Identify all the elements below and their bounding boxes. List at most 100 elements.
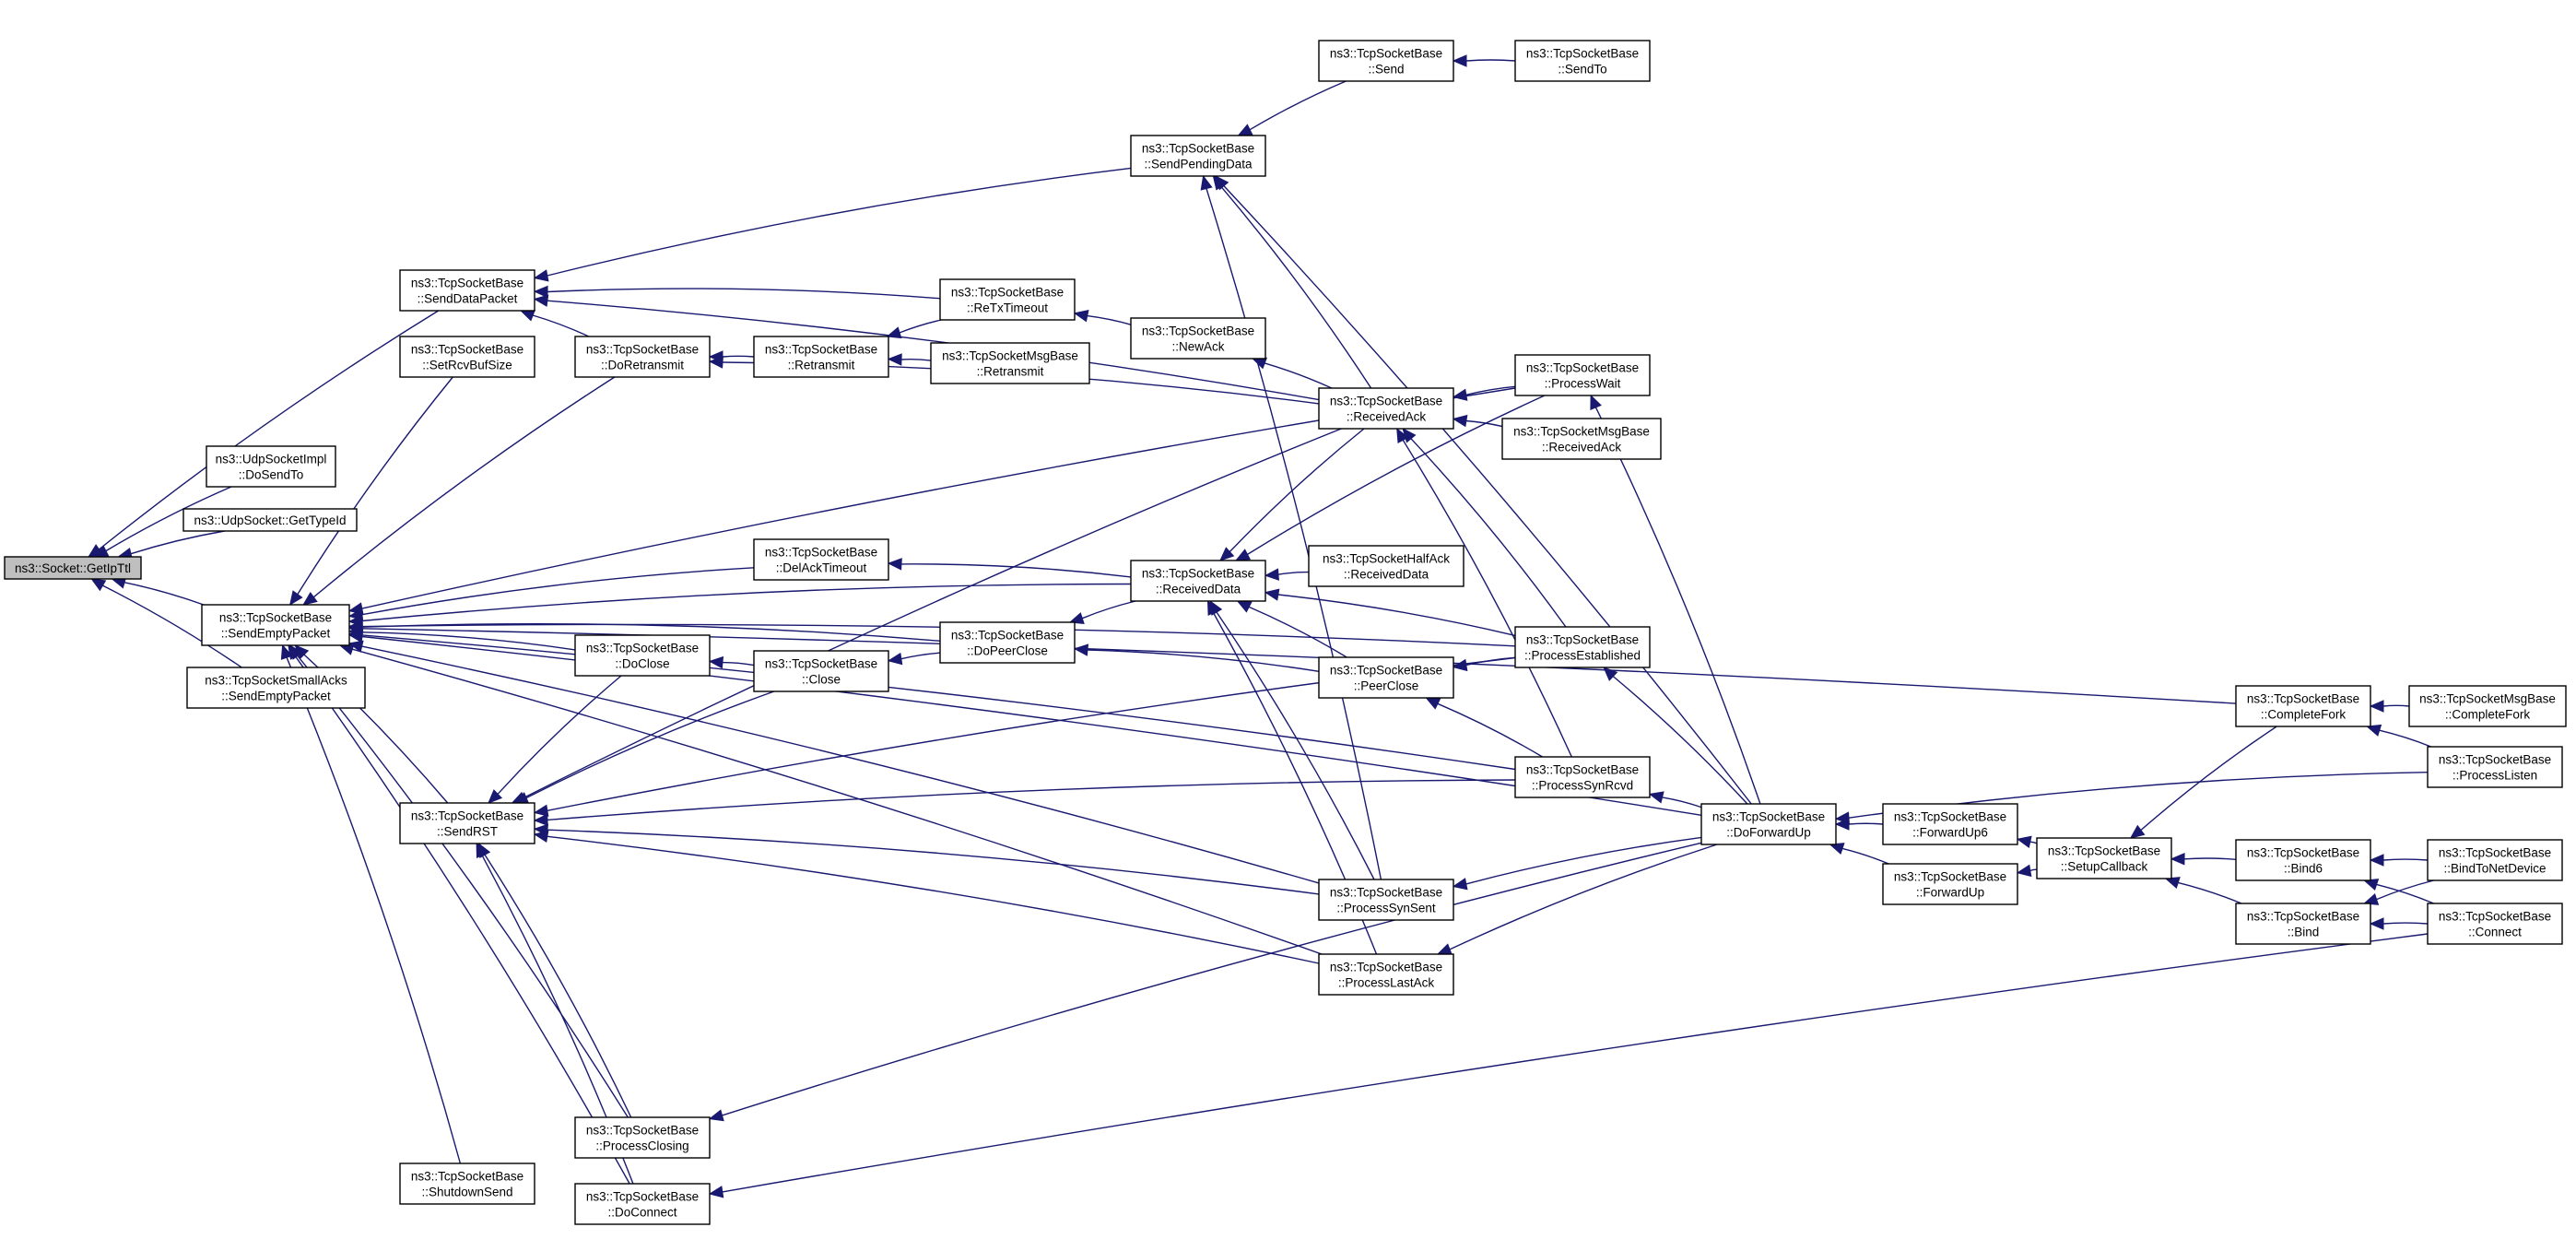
edge-line xyxy=(1082,600,1136,620)
edge-arrowhead xyxy=(1396,427,1409,444)
node-peerclose[interactable]: ns3::TcpSocketBase::PeerClose xyxy=(1318,656,1454,699)
edge-line xyxy=(1465,836,1702,885)
edge-line xyxy=(2178,881,2242,904)
call-edge-connect-to-bind6 xyxy=(2363,879,2434,904)
edge-line xyxy=(1662,797,1702,808)
node-label-method: ::SendPendingData xyxy=(1144,158,1253,171)
node-sendpendingdata[interactable]: ns3::TcpSocketBase::SendPendingData xyxy=(1130,135,1266,177)
node-processestablished[interactable]: ns3::TcpSocketBase::ProcessEstablished xyxy=(1514,626,1651,668)
node-box xyxy=(1308,545,1464,587)
node-label-method: ::Retransmit xyxy=(788,359,855,372)
node-doforwardup[interactable]: ns3::TcpSocketBase::DoForwardUp xyxy=(1700,803,1837,845)
node-box xyxy=(1514,40,1651,82)
node-label-method: ::NewAck xyxy=(1171,340,1224,354)
node-setupcallback[interactable]: ns3::TcpSocketBase::SetupCallback xyxy=(2036,837,2172,879)
node-processsynrcvd[interactable]: ns3::TcpSocketBase::ProcessSynRcvd xyxy=(1514,756,1651,798)
node-bind6[interactable]: ns3::TcpSocketBase::Bind6 xyxy=(2235,839,2371,881)
call-edge-processsynsent-to-sendrst xyxy=(533,823,1320,895)
node-label-class: ns3::TcpSocketBase xyxy=(1894,870,2006,884)
call-edge-receivedack-to-sendrst xyxy=(511,428,1342,804)
node-senddatapacket[interactable]: ns3::TcpSocketBase::SendDataPacket xyxy=(399,269,535,312)
node-dopeerclose[interactable]: ns3::TcpSocketBase::DoPeerClose xyxy=(939,621,1076,664)
edge-line xyxy=(1449,844,1718,950)
node-receivedack[interactable]: ns3::TcpSocketBase::ReceivedAck xyxy=(1318,387,1454,430)
node-newack[interactable]: ns3::TcpSocketBase::NewAck xyxy=(1130,317,1266,360)
call-edge-processestablished-to-receiveddata xyxy=(1264,588,1516,637)
node-doretransmit[interactable]: ns3::TcpSocketBase::DoRetransmit xyxy=(574,336,711,378)
edge-arrowhead xyxy=(2016,864,2032,878)
node-close[interactable]: ns3::TcpSocketBase::Close xyxy=(753,650,889,692)
node-delacktimeout[interactable]: ns3::TcpSocketBase::DelAckTimeout xyxy=(753,538,889,581)
edge-line xyxy=(361,631,576,651)
node-forwardup[interactable]: ns3::TcpSocketBase::ForwardUp xyxy=(1882,863,2018,905)
call-edge-bindtonetdevice-to-bind6 xyxy=(2369,854,2429,867)
node-msgbase_retransmit[interactable]: ns3::TcpSocketMsgBase::Retransmit xyxy=(930,342,1090,384)
node-doconnect[interactable]: ns3::TcpSocketBase::DoConnect xyxy=(574,1183,711,1225)
node-processwait[interactable]: ns3::TcpSocketBase::ProcessWait xyxy=(1514,354,1651,396)
edge-arrowhead xyxy=(1214,175,1229,191)
call-edge-processsynrcvd-to-sendrst xyxy=(533,779,1516,827)
node-send[interactable]: ns3::TcpSocketBase::Send xyxy=(1318,40,1454,82)
edge-line xyxy=(722,933,2429,1193)
node-label-method: ::Connect xyxy=(2468,926,2522,939)
call-edge-retxtimeout-to-senddatapacket xyxy=(533,285,941,300)
node-label-class: ns3::TcpSocketBase xyxy=(1330,395,1442,408)
node-box xyxy=(1700,803,1837,845)
node-doclose[interactable]: ns3::TcpSocketBase::DoClose xyxy=(574,634,711,677)
node-setrcvbufsize[interactable]: ns3::TcpSocketBase::SetRcvBufSize xyxy=(399,336,535,378)
node-box xyxy=(2235,685,2371,727)
node-sendemptypacket[interactable]: ns3::TcpSocketBase::SendEmptyPacket xyxy=(201,604,350,646)
edge-line xyxy=(297,376,453,595)
node-box xyxy=(1130,560,1266,602)
node-retransmit[interactable]: ns3::TcpSocketBase::Retransmit xyxy=(753,336,889,378)
node-box xyxy=(182,508,358,532)
edge-arrowhead xyxy=(1436,943,1453,956)
edge-line xyxy=(352,648,1323,955)
node-label-method: ::DoSendTo xyxy=(239,468,304,482)
edge-arrowhead xyxy=(533,813,548,827)
node-completefork[interactable]: ns3::TcpSocketBase::CompleteFork xyxy=(2235,685,2371,727)
call-edge-newack-to-retxtimeout xyxy=(1073,310,1132,325)
node-box xyxy=(1130,317,1266,360)
node-sendto[interactable]: ns3::TcpSocketBase::SendTo xyxy=(1514,40,1651,82)
edge-arrowhead xyxy=(1264,588,1280,601)
node-udpsocket_gettypeid[interactable]: ns3::UdpSocket::GetTypeId xyxy=(182,508,358,532)
node-box xyxy=(1318,40,1454,82)
node-bind[interactable]: ns3::TcpSocketBase::Bind xyxy=(2235,903,2371,945)
node-label-class: ns3::TcpSocketBase xyxy=(1330,886,1442,900)
node-label-method: ::CompleteFork xyxy=(2445,708,2531,722)
edge-line xyxy=(1402,440,1572,758)
edge-arrowhead xyxy=(288,643,301,660)
node-udpimpl_dosendto[interactable]: ns3::UdpSocketImpl::DoSendTo xyxy=(206,445,336,488)
node-processsynsent[interactable]: ns3::TcpSocketBase::ProcessSynSent xyxy=(1318,879,1454,921)
node-processlastack[interactable]: ns3::TcpSocketBase::ProcessLastAck xyxy=(1318,953,1454,996)
node-shutdownsend[interactable]: ns3::TcpSocketBase::ShutdownSend xyxy=(399,1162,535,1205)
node-getipttl[interactable]: ns3::Socket::GetIpTtl xyxy=(4,556,142,580)
node-processclosing[interactable]: ns3::TcpSocketBase::ProcessClosing xyxy=(574,1116,711,1159)
edge-arrowhead xyxy=(1200,174,1213,191)
node-halfack_receiveddata[interactable]: ns3::TcpSocketHalfAck::ReceivedData xyxy=(1308,545,1464,587)
node-msgbase_receivedack[interactable]: ns3::TcpSocketMsgBase::ReceivedAck xyxy=(1501,418,1662,460)
edge-arrowhead xyxy=(1452,54,1467,67)
node-label-class: ns3::TcpSocketBase xyxy=(411,277,523,290)
node-forwardup6[interactable]: ns3::TcpSocketBase::ForwardUp6 xyxy=(1882,803,2018,845)
node-label-method: ::ReceivedAck xyxy=(1347,410,1427,424)
node-receiveddata[interactable]: ns3::TcpSocketBase::ReceivedData xyxy=(1130,560,1266,602)
node-retxtimeout[interactable]: ns3::TcpSocketBase::ReTxTimeout xyxy=(939,278,1076,321)
edge-line xyxy=(1465,419,1503,428)
call-edge-setrcvbufsize-to-sendemptypacket xyxy=(288,376,453,607)
edge-arrowhead xyxy=(708,356,723,369)
node-bindtonetdevice[interactable]: ns3::TcpSocketBase::BindToNetDevice xyxy=(2427,839,2563,881)
edge-line xyxy=(1594,407,1761,805)
node-label-method: ::ReceivedData xyxy=(1344,568,1429,582)
node-connect[interactable]: ns3::TcpSocketBase::Connect xyxy=(2427,903,2563,945)
edge-arrowhead xyxy=(887,353,902,366)
node-processlisten[interactable]: ns3::TcpSocketBase::ProcessListen xyxy=(2427,746,2563,788)
edge-line xyxy=(2382,704,2410,707)
node-sendrst[interactable]: ns3::TcpSocketBase::SendRST xyxy=(399,802,535,844)
node-smallacks_sendemptypacket[interactable]: ns3::TcpSocketSmallAcks::SendEmptyPacket xyxy=(186,667,366,709)
node-label-method: ::SendDataPacket xyxy=(418,292,518,306)
edge-arrowhead xyxy=(302,591,318,606)
node-msgbase_completefork[interactable]: ns3::TcpSocketMsgBase::CompleteFork xyxy=(2408,685,2567,727)
node-label-method: ::ReTxTimeout xyxy=(967,301,1048,315)
